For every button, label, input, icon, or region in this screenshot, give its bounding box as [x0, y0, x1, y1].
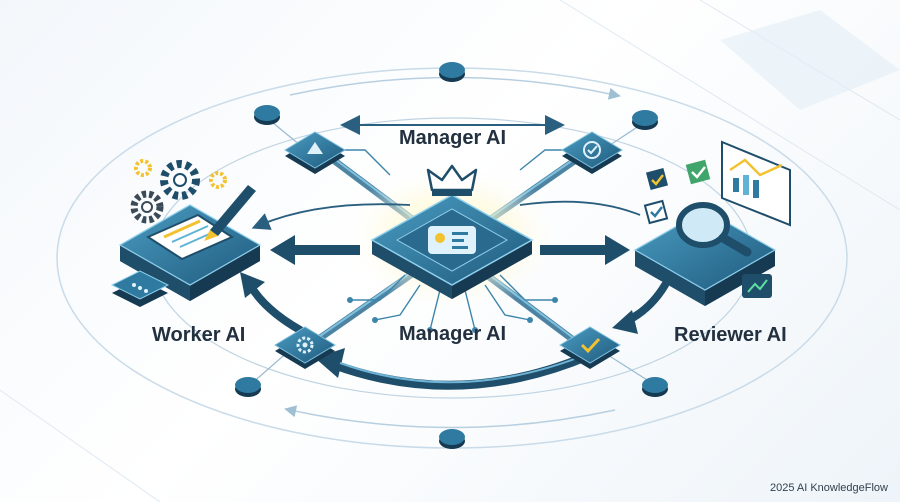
worker-side-box — [110, 270, 170, 307]
chart-icon — [729, 158, 783, 198]
center-manager-label: Manager AI — [399, 323, 507, 345]
background-shard — [720, 10, 900, 110]
worker-up-arrow — [246, 281, 304, 334]
orbit-node — [439, 62, 465, 82]
copyright-text: 2025 AI KnowledgeFlow — [769, 482, 888, 494]
checkmark-icon — [650, 206, 663, 218]
tile-bottom-right — [559, 326, 621, 369]
crown-icon — [426, 164, 478, 196]
orbit-node — [642, 377, 668, 397]
worker-up-arrow-head — [240, 272, 265, 298]
checkmark-icon — [583, 141, 601, 159]
reviewer-label: Reviewer AI — [674, 324, 787, 346]
manager-chip — [370, 194, 534, 299]
gear-icon — [209, 171, 227, 189]
orbit-arrow-bottom — [284, 405, 616, 429]
orbit-node — [235, 377, 261, 397]
reviewer-side-card — [742, 274, 772, 298]
magnifier-icon — [676, 202, 752, 257]
checkmark-icon — [691, 166, 706, 179]
gear-icon — [130, 190, 164, 224]
reviewer-check-badges — [643, 159, 711, 225]
orbit-nodes — [235, 62, 668, 449]
gear-icon — [134, 159, 152, 177]
checkmark-icon — [651, 174, 664, 186]
orbit-node — [439, 429, 465, 449]
checkmark-icon — [580, 337, 601, 354]
chip-icon — [428, 226, 476, 254]
arrow-icon — [307, 142, 323, 154]
worker-platform — [118, 185, 262, 301]
top-manager-label: Manager AI — [399, 127, 507, 149]
orbit-node — [632, 110, 658, 130]
gear-icon — [296, 336, 314, 354]
tile-top-left — [284, 131, 346, 174]
reviewer-screen — [721, 140, 791, 227]
orbit-node — [254, 105, 280, 125]
worker-label: Worker AI — [152, 324, 246, 346]
pen-icon — [204, 185, 256, 241]
arrow-to-worker — [270, 235, 360, 265]
return-arrow-highlight — [339, 352, 591, 384]
reviewer-down-arrow-head — [612, 310, 638, 334]
reviewer-platform — [633, 202, 777, 306]
arrow-manager-to-worker-curve — [251, 203, 411, 230]
worker-gears — [130, 159, 227, 224]
arrow-to-reviewer — [540, 235, 630, 265]
tile-top-right — [561, 131, 623, 174]
gear-icon — [160, 160, 200, 200]
arrow-reviewer-feedback-curve — [519, 200, 641, 216]
tile-bottom-left — [274, 326, 336, 369]
return-arrow — [330, 350, 595, 390]
